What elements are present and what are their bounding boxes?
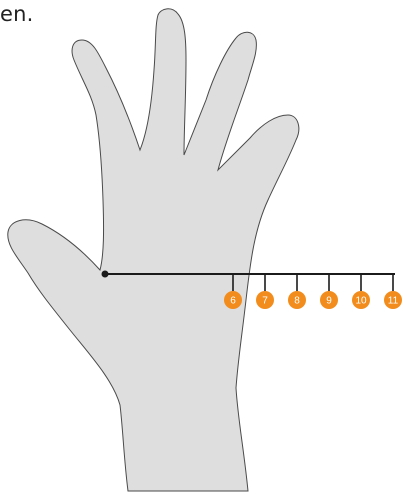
measurement-ruler: 6 7 8 9 10 11 [101, 270, 402, 309]
size-label-11: 11 [388, 296, 399, 307]
hand-illustration [7, 8, 300, 492]
size-label-10: 10 [355, 296, 367, 307]
size-marker-10 [352, 291, 370, 309]
size-marker-11 [384, 291, 402, 309]
size-label-7: 7 [262, 296, 268, 307]
size-marker-9 [320, 291, 338, 309]
size-label-9: 9 [326, 296, 332, 307]
caption-fragment: en. [0, 2, 34, 26]
size-label-6: 6 [230, 296, 236, 307]
size-marker-8 [288, 291, 306, 309]
ruler-start-dot [101, 270, 109, 278]
size-label-8: 8 [294, 296, 300, 307]
size-marker-7 [256, 291, 274, 309]
size-marker-6 [224, 291, 242, 309]
